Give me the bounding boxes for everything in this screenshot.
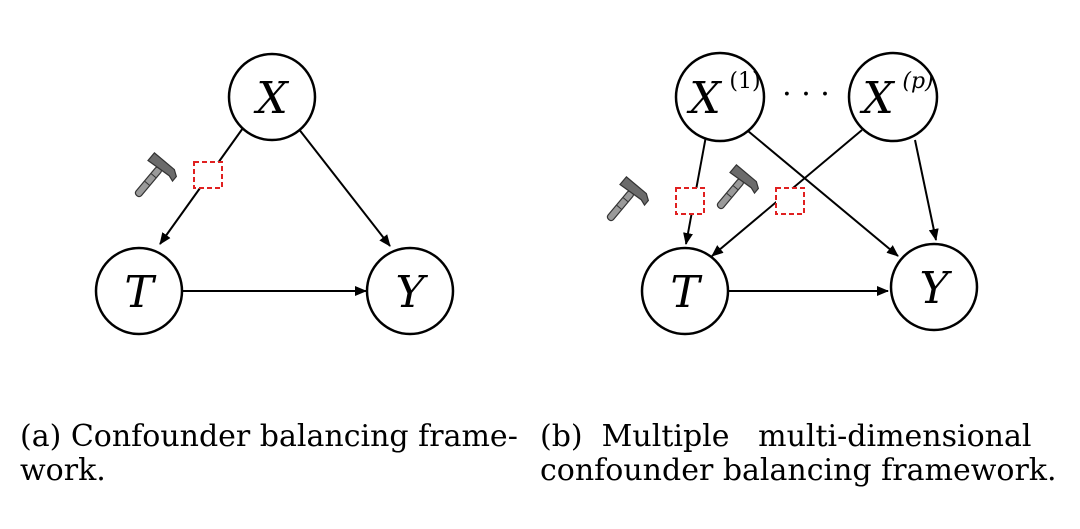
node-t-label: T	[124, 267, 157, 318]
caption-a-line-1: (a) Confounder balancing frame-	[20, 419, 518, 454]
node-y-label: Y	[395, 267, 428, 318]
node-t: T	[640, 246, 730, 336]
node-t: T	[94, 246, 184, 336]
edge-xp-to-y	[914, 139, 939, 241]
node-x-label: X	[253, 73, 289, 124]
ellipsis: · · ·	[782, 77, 830, 112]
node-y: Y	[365, 246, 455, 336]
node-xp-label: X	[859, 73, 895, 124]
node-x1: X (1)	[674, 51, 766, 143]
node-y: Y	[889, 242, 979, 332]
node-xp: X (p)	[847, 51, 939, 143]
edge-x-to-y	[297, 127, 391, 247]
caption-a: (a) Confounder balancing frame- work.	[20, 420, 518, 488]
node-xp-superscript: (p)	[902, 69, 933, 94]
node-t-label: T	[670, 267, 703, 318]
node-x1-label: X	[686, 73, 722, 124]
caption-a-line-2: work.	[20, 453, 106, 488]
balance-box-1	[675, 187, 705, 215]
node-y-label: Y	[919, 263, 952, 314]
caption-b: (b) Multiple multi-dimensional confounde…	[540, 420, 1057, 488]
node-x: X	[227, 52, 317, 142]
hammer-icon	[707, 164, 762, 220]
hammer-icon	[597, 176, 652, 232]
edge-x1-to-y	[741, 125, 899, 257]
framework-diagrams: X T Y X (1) · · · X (p)	[94, 51, 979, 336]
balance-box	[193, 161, 223, 189]
node-x1-superscript: (1)	[729, 69, 760, 94]
panel-b-diagram: X (1) · · · X (p) T Y	[597, 51, 979, 336]
caption-b-line-2: confounder balancing framework.	[540, 453, 1057, 488]
caption-b-line-1: (b) Multiple multi-dimensional	[540, 419, 1032, 454]
balance-box-2	[775, 187, 805, 215]
panel-a-diagram: X T Y	[94, 52, 455, 336]
hammer-icon	[125, 152, 180, 208]
